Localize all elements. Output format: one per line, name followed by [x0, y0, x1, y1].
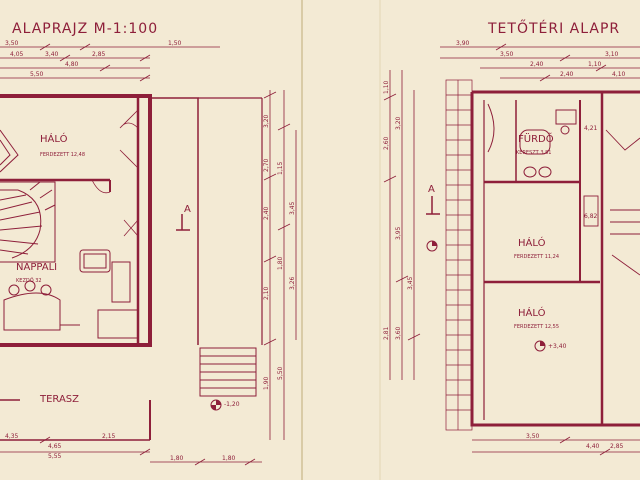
left-dim-bottom-3: 5,55 [48, 453, 62, 460]
left-room-nappali-detail: KEZDŐ 32 [16, 277, 42, 284]
right-staircase [583, 129, 640, 276]
left-plan-title: ALAPRAJZ M-1:100 [12, 21, 158, 37]
left-dim-v-0: 3,20 [263, 114, 270, 128]
right-dim-v-0: 1,10 [383, 80, 390, 94]
left-dim-v-6: 1,80 [277, 256, 284, 270]
left-section-marker [176, 214, 190, 231]
left-dim-top-3: 3,40 [45, 51, 59, 58]
left-living-furniture [3, 249, 139, 339]
left-level-mark: -1,20 [224, 401, 240, 408]
right-level-marker-1 [426, 240, 438, 252]
left-dim-bottom-5: 1,80 [222, 455, 236, 462]
right-room-halo1-detail: FERDEZETT 11,24 [514, 254, 559, 260]
left-staircase [0, 129, 56, 263]
right-dim-v-1: 2,60 [383, 136, 390, 150]
right-dim-v-2: 3,20 [395, 116, 402, 130]
right-vertical-dimension-lines [383, 70, 421, 380]
left-dim-v-4: 1,90 [263, 376, 270, 390]
left-dim-top-7: 4,80 [65, 61, 79, 68]
left-dim-v-2: 2,40 [263, 206, 270, 220]
right-vertical-dimension-texts: 1,10 2,60 3,20 3,95 3,45 3,60 2,81 [383, 80, 414, 340]
left-section-mark: A [184, 204, 191, 215]
right-level-mark-2: +3,40 [548, 343, 567, 350]
right-dim-v-4: 3,45 [407, 276, 414, 290]
right-dim-top-1: 3,50 [500, 51, 514, 58]
left-dim-v-5: 1,15 [277, 161, 284, 175]
left-room-terasz-name: TERASZ [39, 394, 79, 405]
left-dim-v-8: 3,45 [289, 201, 296, 215]
right-top-dimension-lines [440, 43, 640, 82]
left-dim-top-2: 1,50 [168, 40, 182, 47]
right-dim-bottom-2: 2,85 [610, 443, 624, 450]
right-room-halo2-detail: FERDEZETT 12,55 [514, 324, 559, 330]
left-dim-v-3: 2,10 [263, 286, 270, 300]
left-dim-bottom-2: 4,65 [48, 443, 62, 450]
right-room-halo1-name: HÁLÓ [518, 236, 546, 249]
left-entrance-steps [199, 347, 257, 397]
right-dim-bottom-0: 3,50 [526, 433, 540, 440]
left-room-nappali-name: NAPPALI [16, 262, 57, 273]
right-dim-top-0: 3,90 [456, 40, 470, 47]
right-dim-top-3: 2,40 [560, 71, 574, 78]
left-top-dimension-lines [0, 43, 220, 82]
left-dim-top-8: 5,50 [30, 71, 44, 78]
right-dim-v-6: 2,81 [383, 326, 390, 340]
right-dim-top-4: 3,10 [605, 51, 619, 58]
right-walls [470, 90, 640, 427]
right-dim-v-3: 3,95 [395, 226, 402, 240]
left-dim-bottom-4: 1,80 [170, 455, 184, 462]
right-level-mark-0: 4,21 [584, 125, 598, 132]
left-room-halo-name: HÁLÓ [40, 132, 68, 145]
right-bottom-dimension-lines [472, 436, 640, 456]
left-dim-top-6: 2,85 [92, 51, 106, 58]
right-bathroom-fixtures [487, 103, 577, 178]
right-dim-bottom-1: 4,40 [586, 443, 600, 450]
right-plan-title: TETŐTÉRI ALAPR [487, 19, 620, 37]
right-dim-v-5: 3,60 [395, 326, 402, 340]
left-dim-v-7: 5,50 [277, 366, 284, 380]
right-room-halo2-name: HÁLÓ [518, 306, 546, 319]
left-dim-bottom-0: 4,35 [5, 433, 19, 440]
right-level-mark-1: 6,82 [584, 213, 598, 220]
right-section-mark: A [428, 184, 435, 195]
left-door-swings [91, 109, 139, 237]
right-dim-top-6: 4,10 [612, 71, 626, 78]
right-room-furdo-detail: KERESZT 3,81 [516, 150, 551, 156]
right-section-marker [426, 196, 440, 215]
left-dim-top-0: 3,50 [5, 40, 19, 47]
right-room-furdo-name: FÜRDŐ [518, 131, 554, 145]
left-dim-v-9: 3,26 [289, 276, 296, 290]
left-dim-v-1: 2,70 [263, 158, 270, 172]
left-vertical-dimension-texts: 3,20 2,70 2,40 2,10 1,90 1,15 1,80 5,50 … [263, 114, 296, 390]
right-dim-top-2: 2,40 [530, 61, 544, 68]
left-level-marker [210, 399, 222, 411]
left-dim-bottom-1: 2,15 [102, 433, 116, 440]
right-roof-hatch [445, 79, 473, 431]
left-room-halo-detail: FERDEZETT 12,48 [40, 152, 85, 158]
left-bottom-dimension-lines [0, 436, 262, 466]
right-level-marker-2 [534, 340, 546, 352]
left-vertical-dimension-lines [263, 90, 297, 440]
right-dim-top-5: 1,10 [588, 61, 602, 68]
left-dim-top-1: 4,05 [10, 51, 24, 58]
